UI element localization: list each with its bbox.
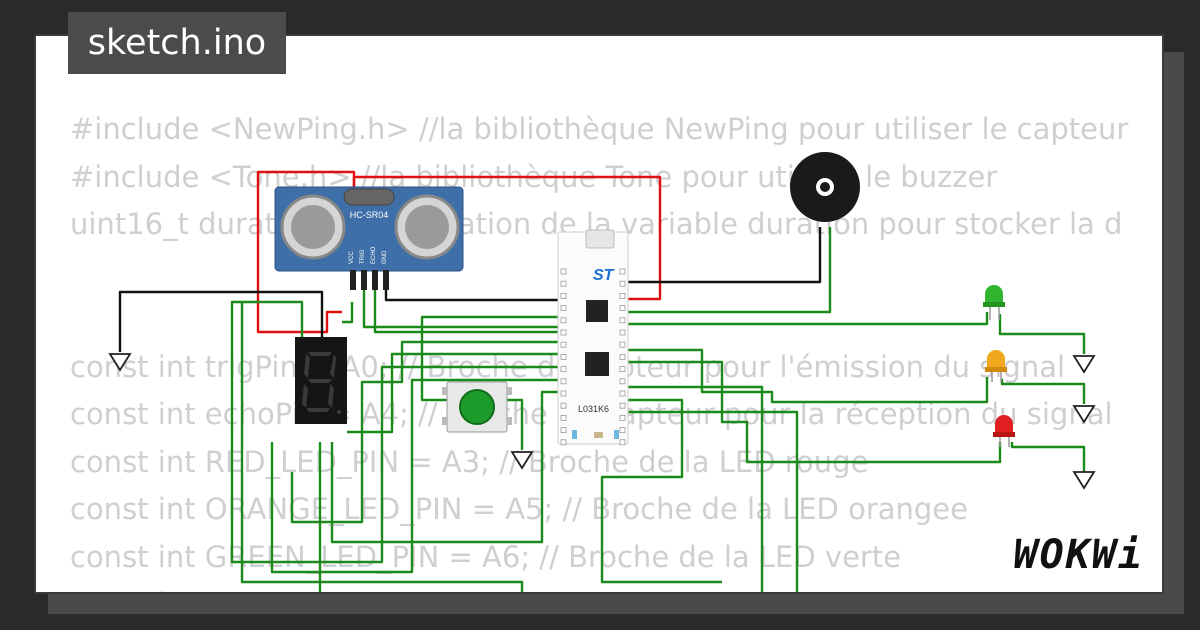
board-pin[interactable] bbox=[560, 414, 567, 421]
file-tab-title[interactable]: sketch.ino bbox=[68, 12, 286, 74]
led-orange[interactable] bbox=[985, 350, 1007, 382]
wire-green-led-green bbox=[624, 312, 989, 326]
board-pin[interactable] bbox=[560, 402, 567, 409]
board-pin[interactable] bbox=[560, 280, 567, 287]
wire-green-echo bbox=[373, 270, 564, 334]
wire-green-seg-d bbox=[270, 378, 564, 574]
wire-green-seg-a bbox=[290, 340, 564, 524]
wire-green-sensor-2 bbox=[342, 302, 354, 324]
wire-green-seg-c bbox=[230, 300, 564, 564]
ground-icon bbox=[1072, 471, 1096, 490]
wokwi-logo: WOKWi bbox=[1013, 532, 1144, 578]
board-pin[interactable] bbox=[619, 341, 626, 348]
wire-green-led-red bbox=[624, 360, 1002, 464]
ground-icon bbox=[1072, 405, 1096, 424]
board-pin[interactable] bbox=[619, 329, 626, 336]
pin-label-vcc: VCC bbox=[349, 251, 355, 264]
wire-green-seg-b bbox=[347, 352, 564, 434]
wire-gnd-button bbox=[507, 398, 524, 450]
wire-gnd-led-orange bbox=[1000, 379, 1086, 404]
wire-green-seg-e bbox=[624, 385, 764, 592]
wire-red-vcc bbox=[256, 170, 356, 334]
board-pin[interactable] bbox=[619, 402, 626, 409]
board-pin[interactable] bbox=[619, 390, 626, 397]
pin-label-echo: ECHO bbox=[371, 246, 377, 264]
wire-black-sensor-gnd bbox=[384, 270, 564, 302]
wire-green-seg-g bbox=[624, 410, 799, 592]
ground-icon bbox=[510, 451, 534, 470]
board-label: L031K6 bbox=[578, 404, 609, 414]
st-logo: ST bbox=[593, 267, 615, 284]
wire-green-edge bbox=[240, 302, 524, 592]
wire-black-buzzer bbox=[624, 227, 822, 284]
wire-green-trig bbox=[362, 270, 564, 329]
board-pin[interactable] bbox=[619, 427, 626, 434]
board-pin[interactable] bbox=[560, 390, 567, 397]
buzzer[interactable] bbox=[790, 152, 860, 222]
board-pin[interactable] bbox=[619, 280, 626, 287]
board-pin[interactable] bbox=[560, 353, 567, 360]
board-pin[interactable] bbox=[619, 268, 626, 275]
led-green[interactable] bbox=[983, 285, 1005, 320]
nucleo-board[interactable]: ST L031K6 bbox=[557, 229, 629, 446]
board-pin[interactable] bbox=[619, 292, 626, 299]
board-pin[interactable] bbox=[560, 439, 567, 446]
board-pin[interactable] bbox=[619, 414, 626, 421]
pin-label-trig: TRIG bbox=[360, 249, 366, 264]
board-pin[interactable] bbox=[619, 439, 626, 446]
push-button[interactable] bbox=[442, 381, 512, 433]
wire-green-led-orange bbox=[624, 348, 989, 404]
board-pin[interactable] bbox=[560, 329, 567, 336]
wire-green-seg-dp bbox=[330, 390, 564, 544]
board-pin[interactable] bbox=[560, 378, 567, 385]
board-pin[interactable] bbox=[560, 317, 567, 324]
wire-gnd-led-green bbox=[998, 314, 1086, 354]
board-pin[interactable] bbox=[560, 366, 567, 373]
wires bbox=[118, 170, 1086, 592]
board-pin[interactable] bbox=[619, 353, 626, 360]
board-pin[interactable] bbox=[560, 292, 567, 299]
pin-label-gnd: GND bbox=[382, 250, 388, 264]
preview-card: #include <NewPing.h> //la bibliothèque N… bbox=[34, 34, 1164, 594]
wire-green-seg-f bbox=[600, 398, 722, 584]
led-red[interactable] bbox=[993, 415, 1015, 447]
seven-segment-display[interactable] bbox=[295, 337, 347, 424]
wire-green-buzzer bbox=[624, 227, 832, 314]
ground-icon bbox=[1072, 355, 1096, 374]
sensor-label: HC-SR04 bbox=[350, 210, 389, 220]
circuit-diagram: HC-SR04 VCC TRIG ECHO GND ST L031K6 bbox=[108, 152, 1096, 592]
board-pin[interactable] bbox=[619, 317, 626, 324]
board-pin[interactable] bbox=[619, 305, 626, 312]
board-pin[interactable] bbox=[560, 305, 567, 312]
board-pin[interactable] bbox=[619, 366, 626, 373]
board-pin[interactable] bbox=[560, 341, 567, 348]
ground-icon bbox=[108, 353, 132, 372]
board-pin[interactable] bbox=[560, 268, 567, 275]
wire-green-button bbox=[420, 315, 564, 402]
ultrasonic-sensor[interactable]: HC-SR04 VCC TRIG ECHO GND bbox=[274, 186, 464, 290]
wire-black-seg-gnd bbox=[118, 290, 324, 352]
board-pin[interactable] bbox=[619, 378, 626, 385]
board-pin[interactable] bbox=[560, 427, 567, 434]
wire-gnd-led-red bbox=[1010, 442, 1086, 472]
